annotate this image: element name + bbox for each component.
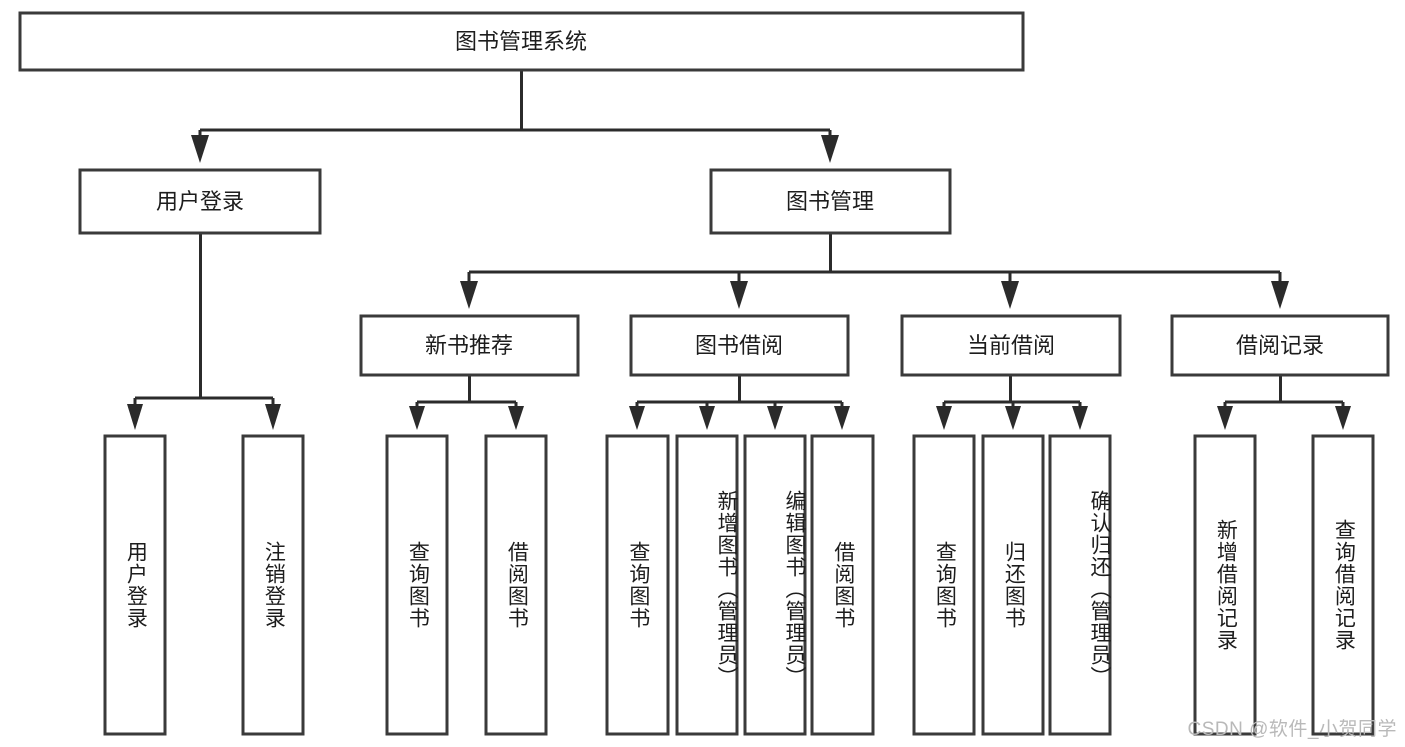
- node-new-book-rec-label: 新书推荐: [425, 333, 513, 358]
- node-new-book-rec[interactable]: 新书推荐: [359, 314, 580, 377]
- node-leaf-borrow-book-1-box[interactable]: [484, 434, 548, 736]
- arrow-head-book-manage: [821, 135, 839, 163]
- arrow-head-leaf-borrow-book-1: [508, 406, 524, 430]
- arrow-head-new-book-rec: [460, 281, 478, 309]
- connector-group-root: [191, 70, 839, 163]
- arrow-head-leaf-query-book-3: [936, 406, 952, 430]
- arrow-head-leaf-logout: [265, 404, 281, 430]
- node-book-manage-label: 图书管理: [786, 189, 874, 214]
- connector-group-user-login: [127, 233, 281, 430]
- connector-group-book-manage: [460, 233, 1289, 309]
- node-borrow-record[interactable]: 借阅记录: [1170, 314, 1390, 377]
- node-root-box[interactable]: [18, 11, 1025, 72]
- node-current-borrow[interactable]: 当前借阅: [900, 314, 1122, 377]
- node-new-book-rec-box[interactable]: [359, 314, 580, 377]
- node-user-login-box[interactable]: [78, 168, 322, 235]
- node-user-login[interactable]: 用户登录: [78, 168, 322, 235]
- node-borrow-record-box[interactable]: [1170, 314, 1390, 377]
- connector-group-book-borrow: [629, 375, 850, 430]
- node-current-borrow-label: 当前借阅: [967, 333, 1055, 358]
- node-borrow-record-label: 借阅记录: [1236, 333, 1324, 358]
- node-leaf-edit-book-box[interactable]: [743, 434, 807, 736]
- node-book-manage-box[interactable]: [709, 168, 952, 235]
- arrow-head-user-login: [191, 135, 209, 163]
- node-leaf-query-book-3-box[interactable]: [912, 434, 976, 736]
- node-book-borrow-box[interactable]: [629, 314, 850, 377]
- connector-group-current-borrow: [936, 375, 1088, 430]
- arrow-head-book-borrow: [730, 281, 748, 309]
- arrow-head-leaf-query-record: [1335, 406, 1351, 430]
- node-leaf-confirm-return-box[interactable]: [1048, 434, 1112, 736]
- arrow-head-current-borrow: [1001, 281, 1019, 309]
- node-book-manage[interactable]: 图书管理: [709, 168, 952, 235]
- node-leaf-user-login-box[interactable]: [103, 434, 167, 736]
- arrow-head-leaf-add-book: [699, 406, 715, 430]
- arrow-head-leaf-confirm-return: [1072, 406, 1088, 430]
- arrow-head-leaf-borrow-book-2: [834, 406, 850, 430]
- arrow-head-leaf-query-book-2: [629, 406, 645, 430]
- node-current-borrow-box[interactable]: [900, 314, 1122, 377]
- node-leaf-query-book-1-box[interactable]: [385, 434, 449, 736]
- leaf-boxes: [103, 434, 1375, 736]
- node-book-borrow-label: 图书借阅: [695, 333, 783, 358]
- node-user-login-label: 用户登录: [156, 189, 244, 214]
- node-leaf-query-record-box[interactable]: [1311, 434, 1375, 736]
- watermark: CSDN @软件_小贺同学: [1187, 719, 1397, 740]
- node-root-label: 图书管理系统: [455, 29, 587, 54]
- node-leaf-return-book-box[interactable]: [981, 434, 1045, 736]
- node-leaf-add-book-box[interactable]: [675, 434, 739, 736]
- node-book-borrow[interactable]: 图书借阅: [629, 314, 850, 377]
- arrow-head-leaf-user-login: [127, 404, 143, 430]
- node-root[interactable]: 图书管理系统: [18, 11, 1025, 72]
- node-leaf-logout-box[interactable]: [241, 434, 305, 736]
- arrow-head-leaf-return-book: [1005, 406, 1021, 430]
- node-leaf-borrow-book-2-box[interactable]: [810, 434, 875, 736]
- arrow-head-borrow-record: [1271, 281, 1289, 309]
- node-leaf-add-record-box[interactable]: [1193, 434, 1257, 736]
- arrow-head-leaf-edit-book: [767, 406, 783, 430]
- arrow-head-leaf-add-record: [1217, 406, 1233, 430]
- connector-group-borrow-record: [1217, 375, 1351, 430]
- connector-group-new-book-rec: [409, 375, 524, 430]
- arrow-head-leaf-query-book-1: [409, 406, 425, 430]
- node-leaf-query-book-2-box[interactable]: [605, 434, 670, 736]
